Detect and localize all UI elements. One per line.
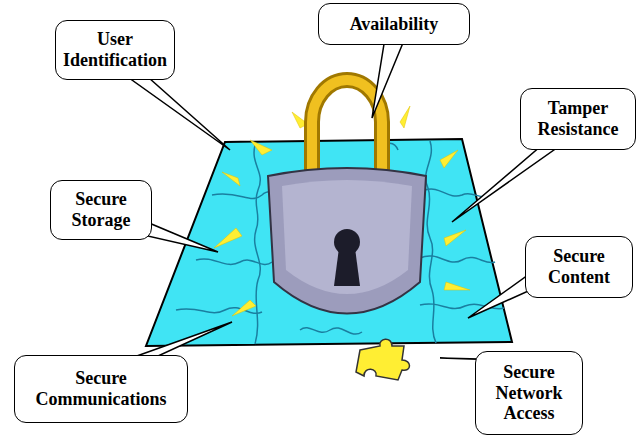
callout-box: Secure Network Access xyxy=(475,351,583,435)
callout-pointers xyxy=(118,38,568,362)
loose-puzzle-piece xyxy=(356,339,410,380)
callout-pointer xyxy=(452,140,568,222)
callout-box: Tamper Resistance xyxy=(520,88,636,150)
puzzle-board xyxy=(146,139,512,346)
callout-label: Secure Storage xyxy=(57,189,145,230)
callout-label: User Identification xyxy=(62,29,168,70)
callout-label: Availability xyxy=(350,14,439,35)
keyhole-slot xyxy=(334,248,360,286)
callout-box: Secure Storage xyxy=(50,180,152,240)
callout-pointer xyxy=(118,70,230,150)
callout-label: Secure Content xyxy=(532,246,626,287)
puzzle-seams xyxy=(176,141,504,344)
callout-box: User Identification xyxy=(55,20,175,80)
callout-label: Tamper Resistance xyxy=(527,98,629,139)
lock-shackle-shine xyxy=(312,80,382,172)
lock-body xyxy=(268,168,426,314)
callout-label: Secure Network Access xyxy=(482,362,576,424)
callout-box: Secure Content xyxy=(525,236,633,298)
callout-box: Secure Communications xyxy=(14,355,188,423)
highlight-rays xyxy=(214,106,470,316)
lock-body-face xyxy=(282,180,412,294)
callout-label: Secure Communications xyxy=(21,368,181,409)
callout-pointer xyxy=(372,38,405,118)
callout-box: Availability xyxy=(318,3,470,45)
lock-shackle xyxy=(312,80,382,172)
